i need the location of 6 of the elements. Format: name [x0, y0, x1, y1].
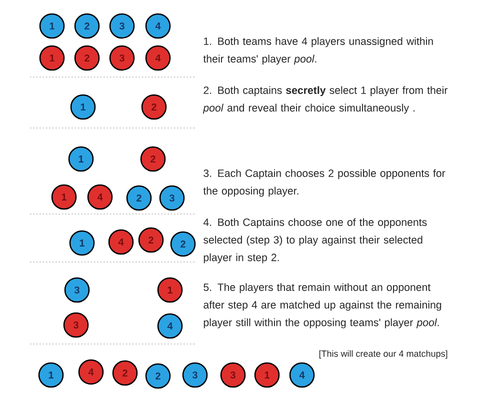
- step-text: 2. Both captains secretly select 1 player from their pool and reveal their choice simultaneously .: [202, 86, 448, 114]
- step-text: 4. Both Captains choose one of the opponents selected (step 3) to play against their selected player in step 2.: [203, 218, 427, 264]
- step-text: 3. Each Captain chooses 2 possible opponents for the opposing player.: [203, 169, 446, 197]
- step-text: 1. Both teams have 4 players unassigned within their teams' player pool.: [203, 37, 433, 65]
- note-text: [This will create our 4 matchups]: [319, 350, 448, 359]
- step-text: 5. The players that remain without an opponent after step 4 are matched up against the remaining player still within the opposing teams' player pool.: [204, 283, 442, 328]
